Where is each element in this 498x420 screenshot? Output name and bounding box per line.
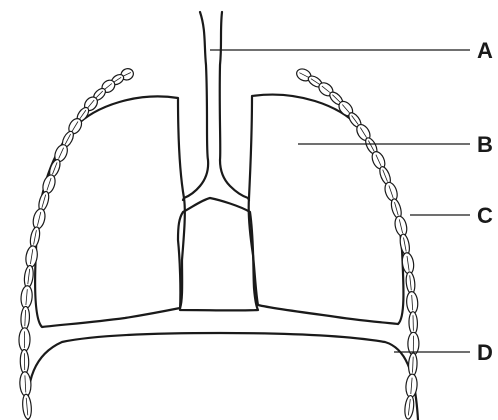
left-lung — [35, 96, 185, 327]
label-c: C — [477, 203, 493, 228]
label-d: D — [477, 340, 493, 365]
heart — [178, 198, 258, 310]
right-lung — [249, 95, 404, 324]
right-rib-cage — [295, 67, 419, 420]
label-b: B — [477, 132, 493, 157]
diaphragm — [27, 333, 418, 420]
trachea — [183, 12, 249, 200]
label-a: A — [477, 38, 493, 63]
